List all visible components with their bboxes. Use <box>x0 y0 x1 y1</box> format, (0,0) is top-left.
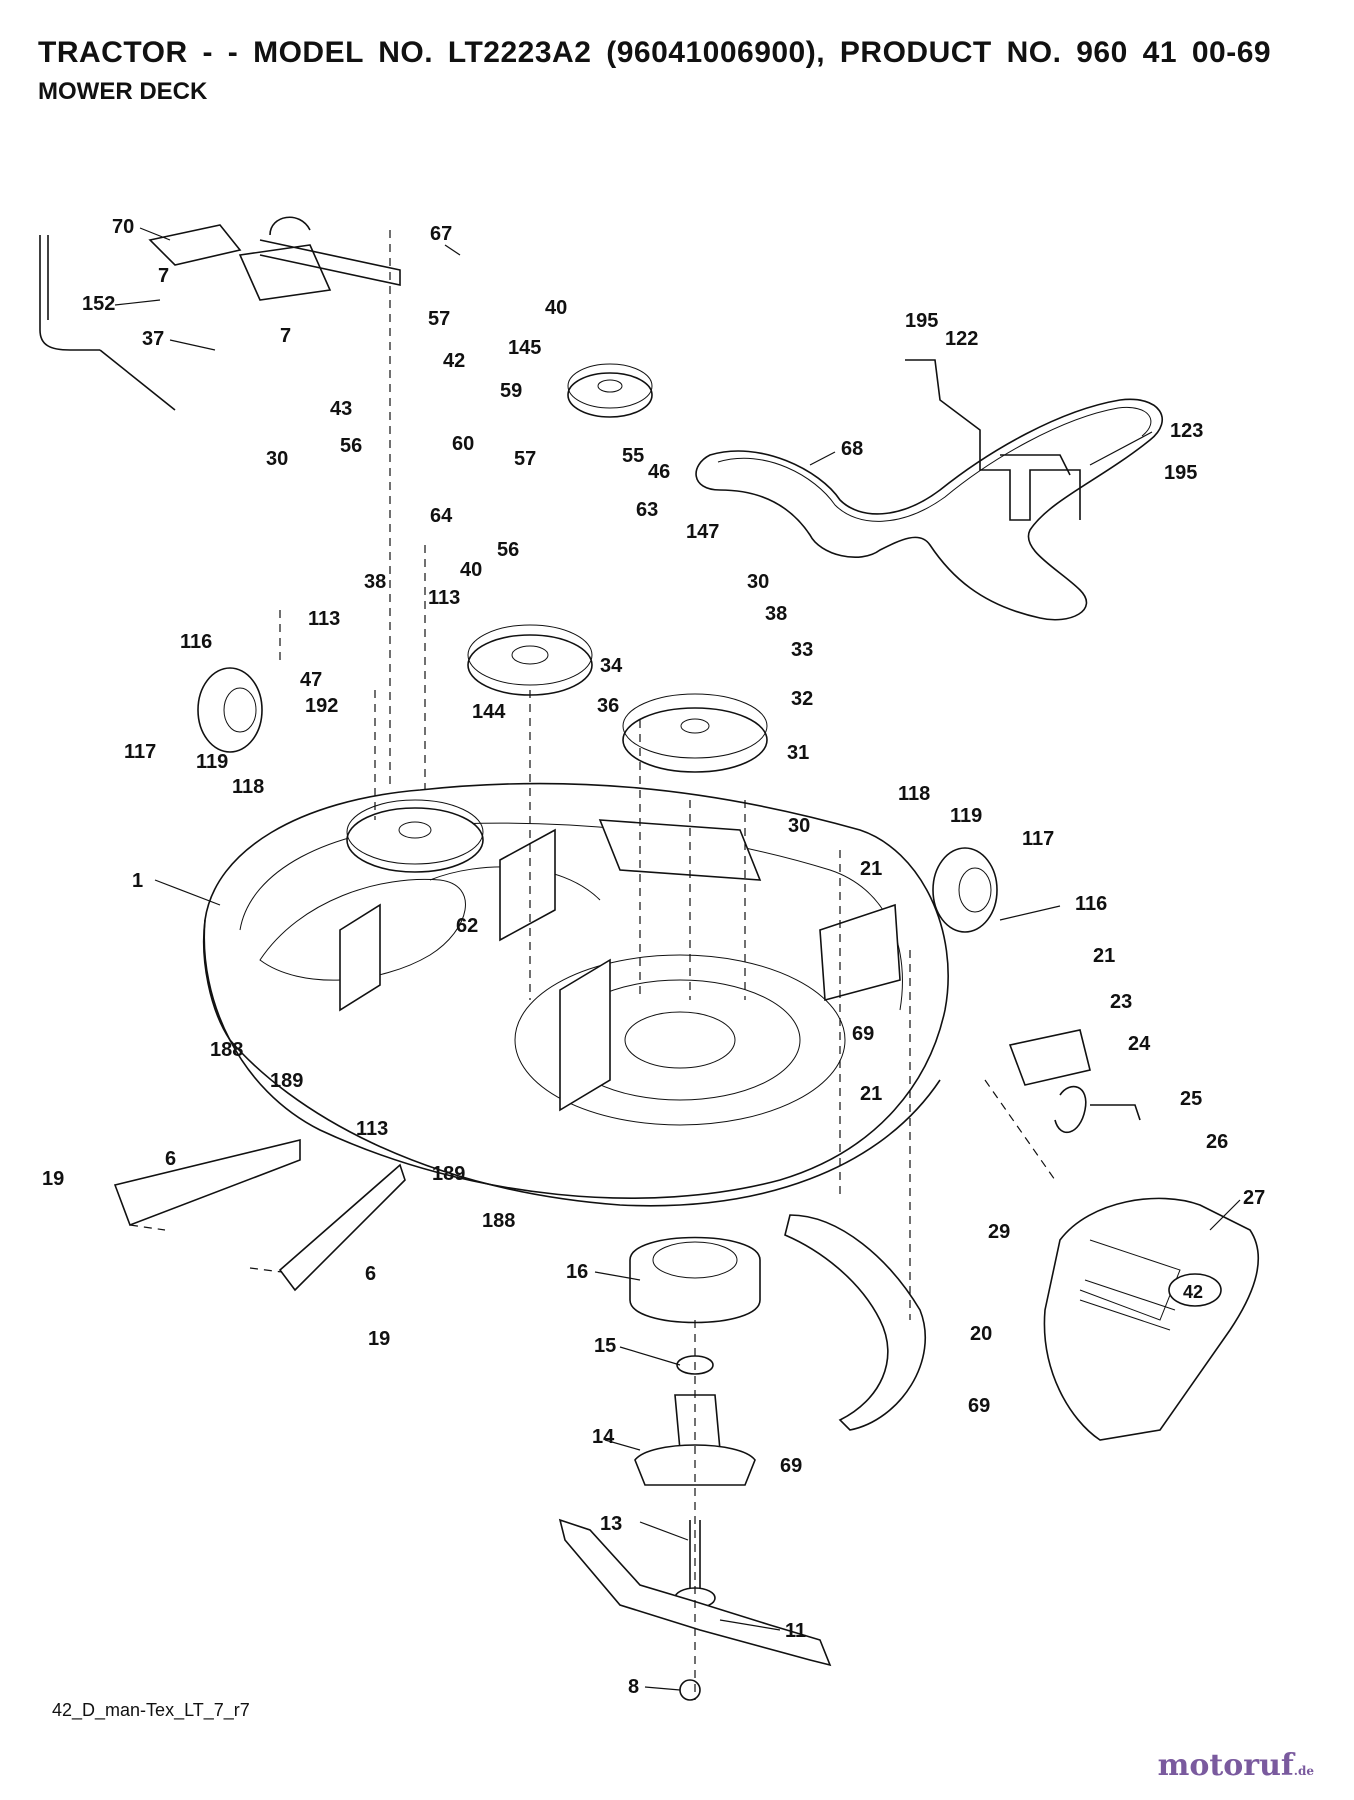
callout-label: 145 <box>508 337 541 359</box>
page-subtitle: MOWER DECK <box>38 78 208 105</box>
leader-lines <box>114 227 1241 1691</box>
spindle-stack <box>558 1236 832 1701</box>
drive-belt <box>695 398 1163 621</box>
callout-label: 63 <box>636 499 658 521</box>
callout-label: 21 <box>860 858 882 880</box>
deck-pulleys <box>346 363 768 873</box>
callout-label: 69 <box>780 1455 802 1477</box>
callout-label: 47 <box>300 669 322 691</box>
callout-label: 57 <box>514 448 536 470</box>
page-title: TRACTOR - - MODEL NO. LT2223A2 (96041006… <box>38 36 1272 69</box>
callout-label: 36 <box>597 695 619 717</box>
callout-label: 21 <box>860 1083 882 1105</box>
callout-label: 68 <box>841 438 863 460</box>
callout-label: 7 <box>158 265 169 287</box>
callout-label: 32 <box>791 688 813 710</box>
callout-label: 30 <box>747 571 769 593</box>
callout-label: 70 <box>112 216 134 238</box>
callout-label: 57 <box>428 308 450 330</box>
callout-label: 122 <box>945 328 978 350</box>
callout-label: 38 <box>765 603 787 625</box>
callout-label: 13 <box>600 1513 622 1535</box>
callout-label: 69 <box>852 1023 874 1045</box>
callout-label: 56 <box>340 435 362 457</box>
callout-label: 56 <box>497 539 519 561</box>
callout-label: 34 <box>600 655 623 677</box>
bracket-assembly <box>905 359 1081 521</box>
callout-label: 19 <box>368 1328 390 1350</box>
callout-label: 152 <box>82 293 115 315</box>
callout-label: 30 <box>788 815 810 837</box>
callout-label: 38 <box>364 571 386 593</box>
callout-label: 59 <box>500 380 522 402</box>
callout-label: 147 <box>686 521 719 543</box>
callout-label: 69 <box>968 1395 990 1417</box>
callout-label: 24 <box>1128 1033 1151 1055</box>
callout-label: 195 <box>1164 462 1197 484</box>
callout-label: 1 <box>132 870 143 892</box>
lift-arm-assembly <box>39 216 401 411</box>
callout-label: 19 <box>42 1168 64 1190</box>
callout-label: 6 <box>365 1263 376 1285</box>
callout-label: 195 <box>905 310 938 332</box>
callout-label: 188 <box>482 1210 515 1232</box>
deck-hangers <box>113 1029 1141 1431</box>
callout-label: 42 <box>443 350 465 372</box>
callout-label: 113 <box>356 1118 388 1140</box>
callout-label: 20 <box>970 1323 992 1345</box>
callout-label: 117 <box>124 741 156 763</box>
callout-label: 33 <box>791 639 813 661</box>
callout-label: 8 <box>628 1676 639 1698</box>
callout-label: 16 <box>566 1261 588 1283</box>
callout-label: 123 <box>1170 420 1203 442</box>
callout-label: 192 <box>305 695 338 717</box>
callout-label: 11 <box>785 1620 806 1642</box>
callout-label: 21 <box>1093 945 1115 967</box>
callout-label: 119 <box>950 805 982 827</box>
callout-label: 113 <box>308 608 340 630</box>
deck-badge: 42 <box>1183 1282 1203 1302</box>
gauge-wheels <box>197 667 998 933</box>
callout-label: 62 <box>456 915 478 937</box>
callout-label: 116 <box>180 631 212 653</box>
watermark-logo: motoruf.de <box>1157 1748 1314 1783</box>
callout-label: 113 <box>428 587 460 609</box>
callout-label: 30 <box>266 448 288 470</box>
callout-label: 119 <box>196 751 228 773</box>
callout-label: 60 <box>452 433 474 455</box>
assembly-lines <box>129 230 1056 1700</box>
callout-label: 29 <box>988 1221 1010 1243</box>
callout-labels: 70 67 7 7 152 37 57 40 42 145 59 43 56 6… <box>42 216 1265 1698</box>
callout-label: 55 <box>622 445 644 467</box>
callout-label: 189 <box>432 1163 465 1185</box>
callout-label: 23 <box>1110 991 1132 1013</box>
callout-label: 43 <box>330 398 352 420</box>
front-baffle <box>1043 1197 1260 1441</box>
mower-deck-shell <box>202 782 949 1207</box>
callout-label: 188 <box>210 1039 243 1061</box>
callout-label: 7 <box>280 325 291 347</box>
callout-label: 189 <box>270 1070 303 1092</box>
callout-label: 67 <box>430 223 452 245</box>
callout-label: 14 <box>592 1426 615 1448</box>
callout-label: 6 <box>165 1148 176 1170</box>
callout-label: 64 <box>430 505 453 527</box>
callout-label: 46 <box>648 461 670 483</box>
callout-label: 144 <box>472 701 506 723</box>
callout-label: 118 <box>898 783 930 805</box>
callout-label: 31 <box>787 742 809 764</box>
callout-label: 116 <box>1075 893 1107 915</box>
callout-label: 15 <box>594 1335 616 1357</box>
callout-label: 25 <box>1180 1088 1202 1110</box>
callout-label: 40 <box>545 297 567 319</box>
callout-label: 37 <box>142 328 164 350</box>
callout-label: 118 <box>232 776 264 798</box>
callout-label: 40 <box>460 559 482 581</box>
callout-label: 26 <box>1206 1131 1228 1153</box>
callout-label: 27 <box>1243 1187 1265 1209</box>
callout-label: 117 <box>1022 828 1054 850</box>
figure-code: 42_D_man-Tex_LT_7_r7 <box>52 1700 250 1720</box>
